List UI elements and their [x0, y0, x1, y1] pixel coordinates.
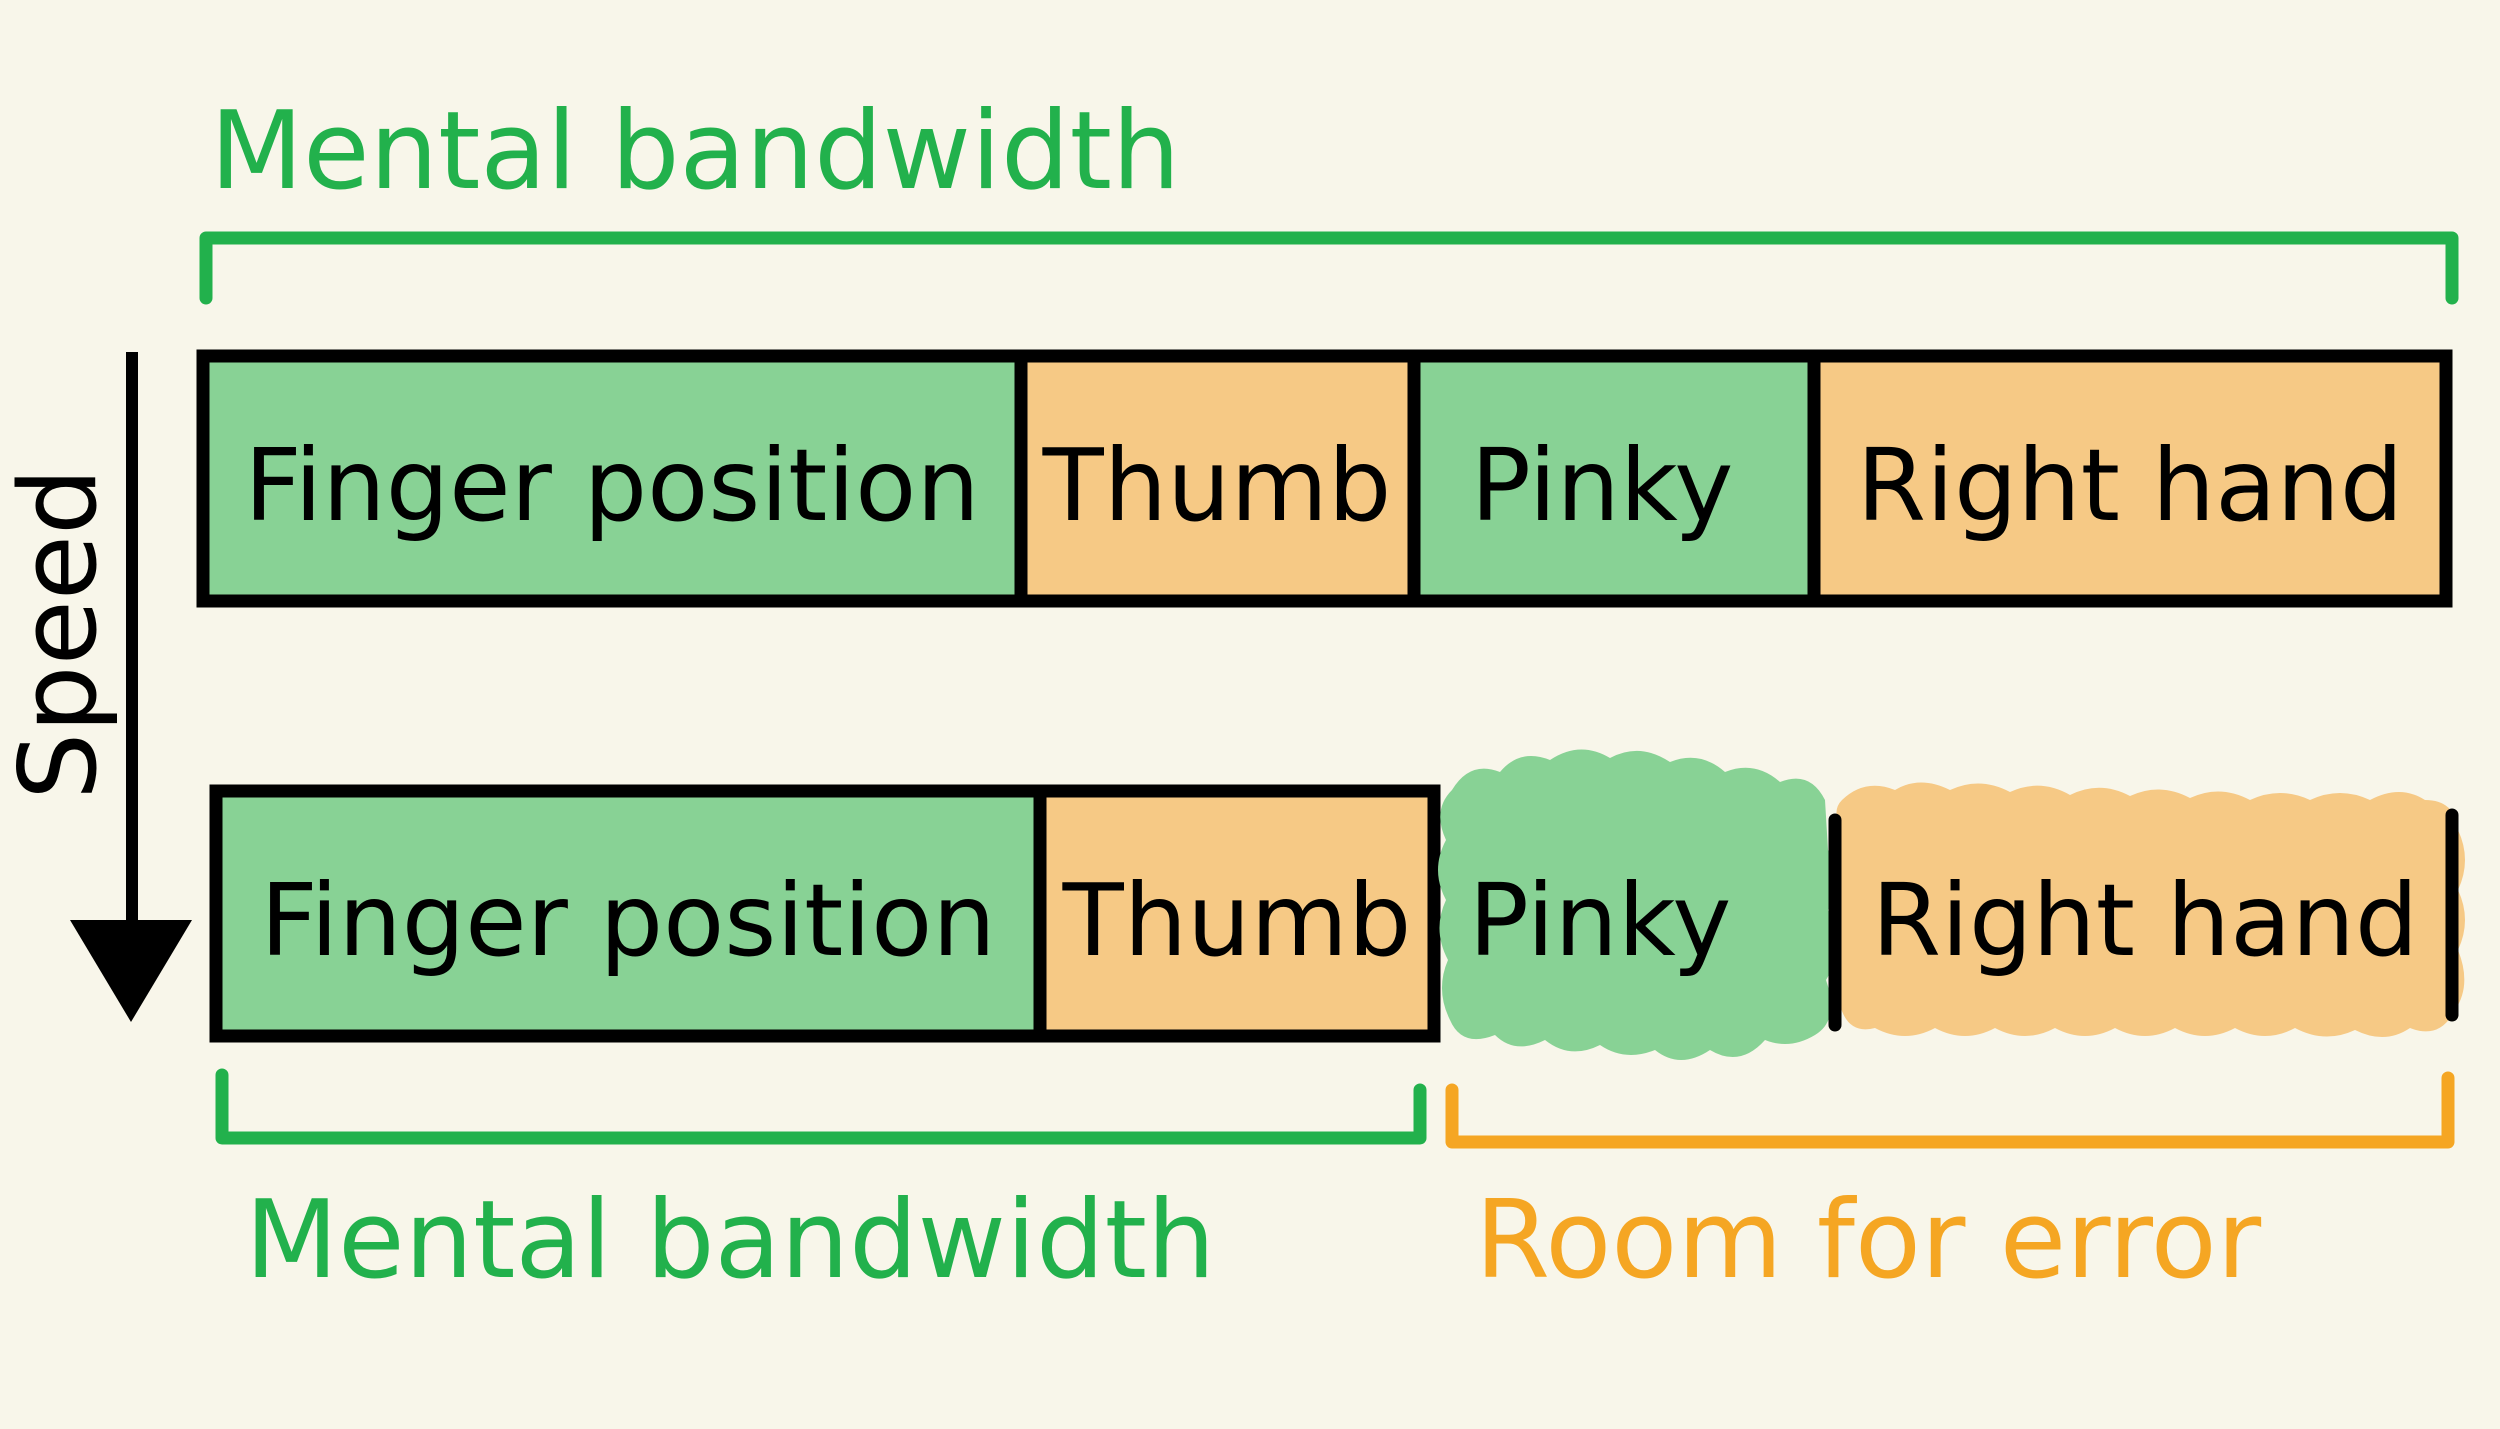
row2-segment-thumb	[1040, 791, 1434, 1036]
row1-label-pinky: Pinky	[1471, 427, 1734, 544]
row2-label-right-hand: Right hand	[1872, 862, 2419, 979]
row1-outline	[196, 349, 2453, 608]
room-for-error-label: Room for error	[1475, 1178, 2262, 1303]
row2-segment-right-hand-scribble	[1833, 782, 2465, 1038]
row2-segment-pinky-scribble	[1438, 749, 1837, 1060]
row1-segment-finger-position	[203, 356, 1021, 601]
row1-label-finger-position: Finger position	[244, 427, 979, 544]
row2-label-pinky: Pinky	[1469, 862, 1732, 979]
row2-label-finger-position: Finger position	[260, 862, 995, 979]
row2-segment-finger-position	[216, 791, 1040, 1036]
row1-bar: Finger position Thumb Pinky Right hand	[196, 349, 2453, 608]
bottom-left-bracket	[215, 1068, 1427, 1145]
top-bracket	[199, 231, 2459, 305]
row1-label-thumb: Thumb	[1042, 427, 1392, 544]
speed-arrow-head	[70, 920, 192, 1022]
row1-segment-pinky	[1414, 356, 1814, 601]
bottom-bandwidth-label: Mental bandwidth	[245, 1178, 1215, 1303]
row2-outline	[209, 784, 1441, 1043]
row1-segment-right-hand	[1814, 356, 2446, 601]
bottom-right-bracket	[1445, 1071, 2455, 1149]
row2-label-thumb: Thumb	[1062, 862, 1412, 979]
top-bandwidth-label: Mental bandwidth	[210, 89, 1180, 214]
row2-bar: Finger position Thumb Pinky Right hand	[209, 749, 2465, 1060]
row1-label-right-hand: Right hand	[1857, 427, 2404, 544]
speed-axis-label: Speed	[0, 468, 120, 800]
row1-segment-thumb	[1021, 356, 1414, 601]
